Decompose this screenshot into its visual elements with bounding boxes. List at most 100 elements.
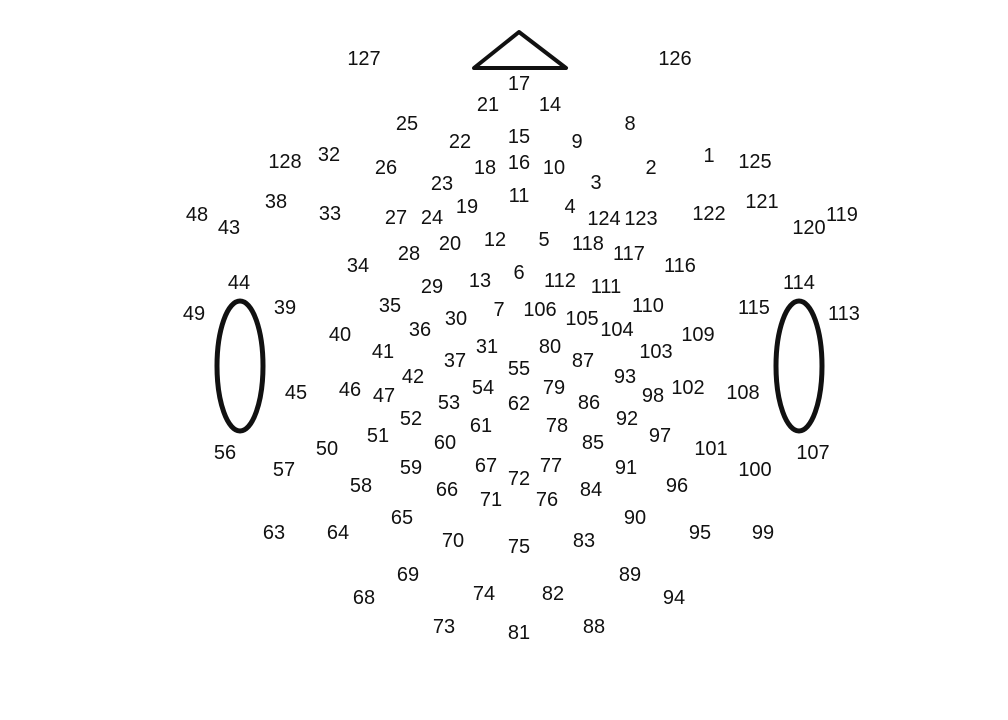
electrode-label-128: 128 (268, 151, 301, 173)
electrode-label-56: 56 (214, 442, 236, 464)
electrode-label-78: 78 (546, 415, 568, 437)
electrode-label-95: 95 (689, 522, 711, 544)
electrode-label-97: 97 (649, 425, 671, 447)
electrode-label-62: 62 (508, 393, 530, 415)
electrode-label-26: 26 (375, 157, 397, 179)
electrode-label-108: 108 (726, 382, 759, 404)
electrode-label-73: 73 (433, 616, 455, 638)
electrode-label-18: 18 (474, 157, 496, 179)
electrode-label-124: 124 (587, 208, 620, 230)
electrode-label-82: 82 (542, 583, 564, 605)
electrode-label-9: 9 (571, 131, 582, 153)
electrode-label-91: 91 (615, 457, 637, 479)
electrode-label-31: 31 (476, 336, 498, 358)
electrode-label-33: 33 (319, 203, 341, 225)
electrode-label-55: 55 (508, 358, 530, 380)
electrode-label-30: 30 (445, 308, 467, 330)
electrode-label-89: 89 (619, 564, 641, 586)
electrode-label-44: 44 (228, 272, 250, 294)
electrode-label-5: 5 (538, 229, 549, 251)
electrode-label-6: 6 (513, 262, 524, 284)
electrode-label-7: 7 (493, 299, 504, 321)
electrode-label-93: 93 (614, 366, 636, 388)
electrode-label-119: 119 (826, 204, 858, 226)
electrode-label-104: 104 (600, 319, 633, 341)
electrode-label-109: 109 (681, 324, 714, 346)
electrode-label-38: 38 (265, 191, 287, 213)
electrode-label-43: 43 (218, 217, 240, 239)
electrode-label-58: 58 (350, 475, 372, 497)
electrode-label-61: 61 (470, 415, 492, 437)
electrode-label-27: 27 (385, 207, 407, 229)
electrode-label-100: 100 (738, 459, 771, 481)
electrode-label-126: 126 (658, 48, 691, 70)
electrode-label-12: 12 (484, 229, 506, 251)
electrode-label-96: 96 (666, 475, 688, 497)
electrode-label-110: 110 (632, 295, 664, 317)
electrode-label-48: 48 (186, 204, 208, 226)
electrode-label-59: 59 (400, 457, 422, 479)
electrode-label-83: 83 (573, 530, 595, 552)
electrode-label-20: 20 (439, 233, 461, 255)
electrode-label-22: 22 (449, 131, 471, 153)
electrode-label-1: 1 (703, 145, 714, 167)
electrode-label-85: 85 (582, 432, 604, 454)
electrode-label-71: 71 (480, 489, 502, 511)
electrode-label-16: 16 (508, 152, 530, 174)
electrode-label-81: 81 (508, 622, 530, 644)
electrode-label-41: 41 (372, 341, 394, 363)
electrode-label-50: 50 (316, 438, 338, 460)
electrode-label-112: 112 (544, 270, 576, 292)
electrode-label-114: 114 (783, 272, 815, 294)
electrode-label-60: 60 (434, 432, 456, 454)
electrode-label-17: 17 (508, 73, 530, 95)
electrode-label-117: 117 (613, 243, 645, 265)
electrode-label-37: 37 (444, 350, 466, 372)
nose-triangle-icon (472, 30, 568, 70)
electrode-label-25: 25 (396, 113, 418, 135)
electrode-label-14: 14 (539, 94, 561, 116)
electrode-label-4: 4 (564, 196, 575, 218)
electrode-label-39: 39 (274, 297, 296, 319)
electrode-label-29: 29 (421, 276, 443, 298)
electrode-label-64: 64 (327, 522, 349, 544)
electrode-label-47: 47 (373, 385, 395, 407)
electrode-label-72: 72 (508, 468, 530, 490)
electrode-label-45: 45 (285, 382, 307, 404)
electrode-label-54: 54 (472, 377, 494, 399)
electrode-label-13: 13 (469, 270, 491, 292)
electrode-label-98: 98 (642, 385, 664, 407)
electrode-label-11: 11 (509, 185, 530, 207)
electrode-label-111: 111 (591, 276, 621, 298)
electrode-label-66: 66 (436, 479, 458, 501)
electrode-label-63: 63 (263, 522, 285, 544)
electrode-label-94: 94 (663, 587, 685, 609)
electrode-label-115: 115 (738, 297, 770, 319)
electrode-label-121: 121 (745, 191, 778, 213)
electrode-label-46: 46 (339, 379, 361, 401)
electrode-label-123: 123 (624, 208, 657, 230)
electrode-label-107: 107 (796, 442, 829, 464)
electrode-label-127: 127 (347, 48, 380, 70)
electrode-label-79: 79 (543, 377, 565, 399)
electrode-label-49: 49 (183, 303, 205, 325)
electrode-label-2: 2 (645, 157, 656, 179)
electrode-label-51: 51 (367, 425, 389, 447)
electrode-label-86: 86 (578, 392, 600, 414)
electrode-label-21: 21 (477, 94, 499, 116)
electrode-label-35: 35 (379, 295, 401, 317)
electrode-label-75: 75 (508, 536, 530, 558)
electrode-label-24: 24 (421, 207, 443, 229)
electrode-label-116: 116 (664, 255, 696, 277)
electrode-label-74: 74 (473, 583, 495, 605)
electrode-label-120: 120 (792, 217, 825, 239)
left-ear-icon (214, 298, 266, 434)
electrode-label-65: 65 (391, 507, 413, 529)
electrode-label-106: 106 (523, 299, 556, 321)
electrode-label-87: 87 (572, 350, 594, 372)
electrode-label-101: 101 (694, 438, 727, 460)
electrode-label-3: 3 (590, 172, 601, 194)
electrode-label-42: 42 (402, 366, 424, 388)
